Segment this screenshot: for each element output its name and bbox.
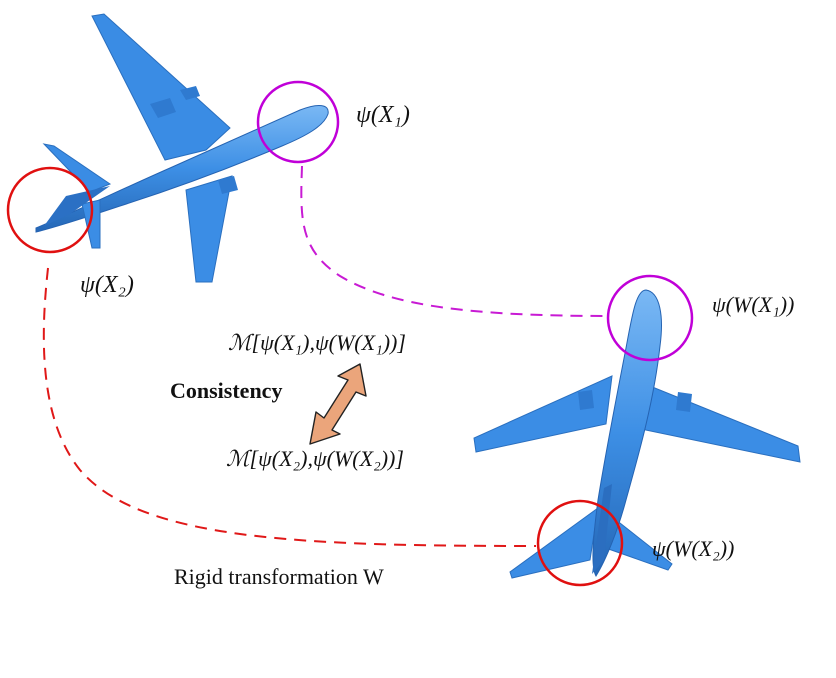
- plane1-wing-upper: [91, 13, 231, 161]
- label-psi-x2: ψ(X₂): [80, 272, 134, 298]
- plane1-tail-lower: [81, 199, 101, 249]
- label-psi-x1: ψ(X₁): [356, 102, 410, 128]
- purple-circle-wx1: [606, 274, 694, 362]
- label-rigid-transformation: Rigid transformation W: [174, 564, 384, 589]
- plane2-fuselage: [592, 289, 662, 577]
- plane1-engine-upper2: [180, 86, 200, 100]
- plane2-engine-right: [676, 392, 692, 412]
- purple-circle-x1: [256, 80, 340, 164]
- plane1-tail-upper: [42, 143, 112, 193]
- plane2-fin: [592, 484, 612, 574]
- consistency-double-arrow: [309, 363, 367, 445]
- plane2-engine-left: [578, 390, 594, 410]
- plane1-fin: [44, 186, 110, 226]
- label-metric-top: ℳ[ψ(X₁),ψ(W(X₁))]: [228, 330, 406, 355]
- label-metric-bottom: ℳ[ψ(X₂),ψ(W(X₂))]: [226, 446, 404, 471]
- label-psi-w-x1: ψ(W(X₁)): [712, 292, 794, 317]
- airplane-transformed: [473, 289, 801, 579]
- red-circle-wx2: [536, 499, 624, 587]
- label-consistency: Consistency: [170, 378, 282, 403]
- label-psi-w-x2: ψ(W(X₂)): [652, 536, 734, 561]
- plane2-wing-left: [473, 375, 613, 453]
- plane2-wing-right: [635, 381, 801, 463]
- plane1-wing-lower: [185, 175, 233, 283]
- plane1-fuselage: [35, 105, 329, 233]
- purple-dashed-link: [300, 165, 611, 317]
- red-dashed-link: [42, 267, 537, 547]
- airplane-original: [35, 13, 329, 283]
- plane1-engine-upper: [150, 98, 176, 118]
- plane1-engine-lower: [218, 176, 238, 194]
- red-circle-x2: [6, 166, 94, 254]
- plane2-tail-left: [509, 506, 599, 579]
